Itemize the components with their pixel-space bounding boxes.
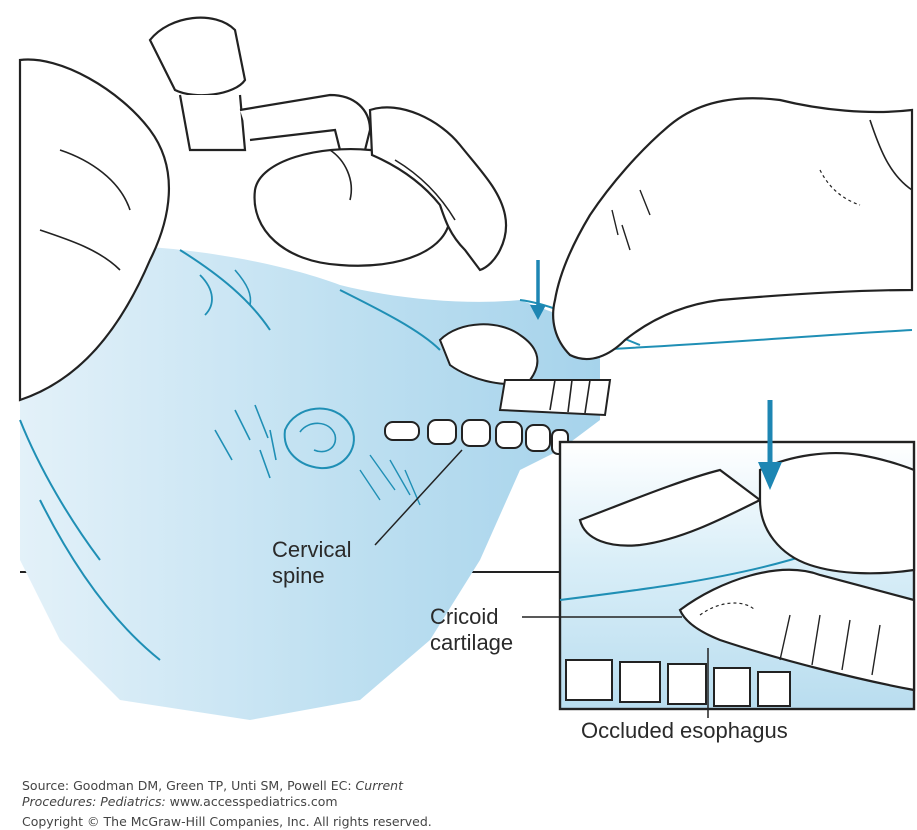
source-caption: Source: Goodman DM, Green TP, Unti SM, P… [22,778,542,809]
cricoid-label-line1: Cricoid [430,604,513,630]
source-url: www.accesspediatrics.com [166,794,338,809]
source-title-part2: Procedures: Pediatrics: [22,794,166,809]
cervical-spine-label-line1: Cervical [272,537,351,563]
inset-magnified-view [560,400,914,709]
source-title-part1: Current [356,778,403,793]
occluded-esophagus-label: Occluded esophagus [581,718,788,744]
cervical-spine-label-line2: spine [272,563,351,589]
cricoid-label-line2: cartilage [430,630,513,656]
gloved-hand [553,98,912,359]
source-prefix: Source: Goodman DM, Green TP, Unti SM, P… [22,778,356,793]
cervical-spine-label: Cervical spine [272,537,351,589]
copyright-caption: Copyright © The McGraw-Hill Companies, I… [22,814,432,830]
cricoid-cartilage-label: Cricoid cartilage [430,604,513,656]
